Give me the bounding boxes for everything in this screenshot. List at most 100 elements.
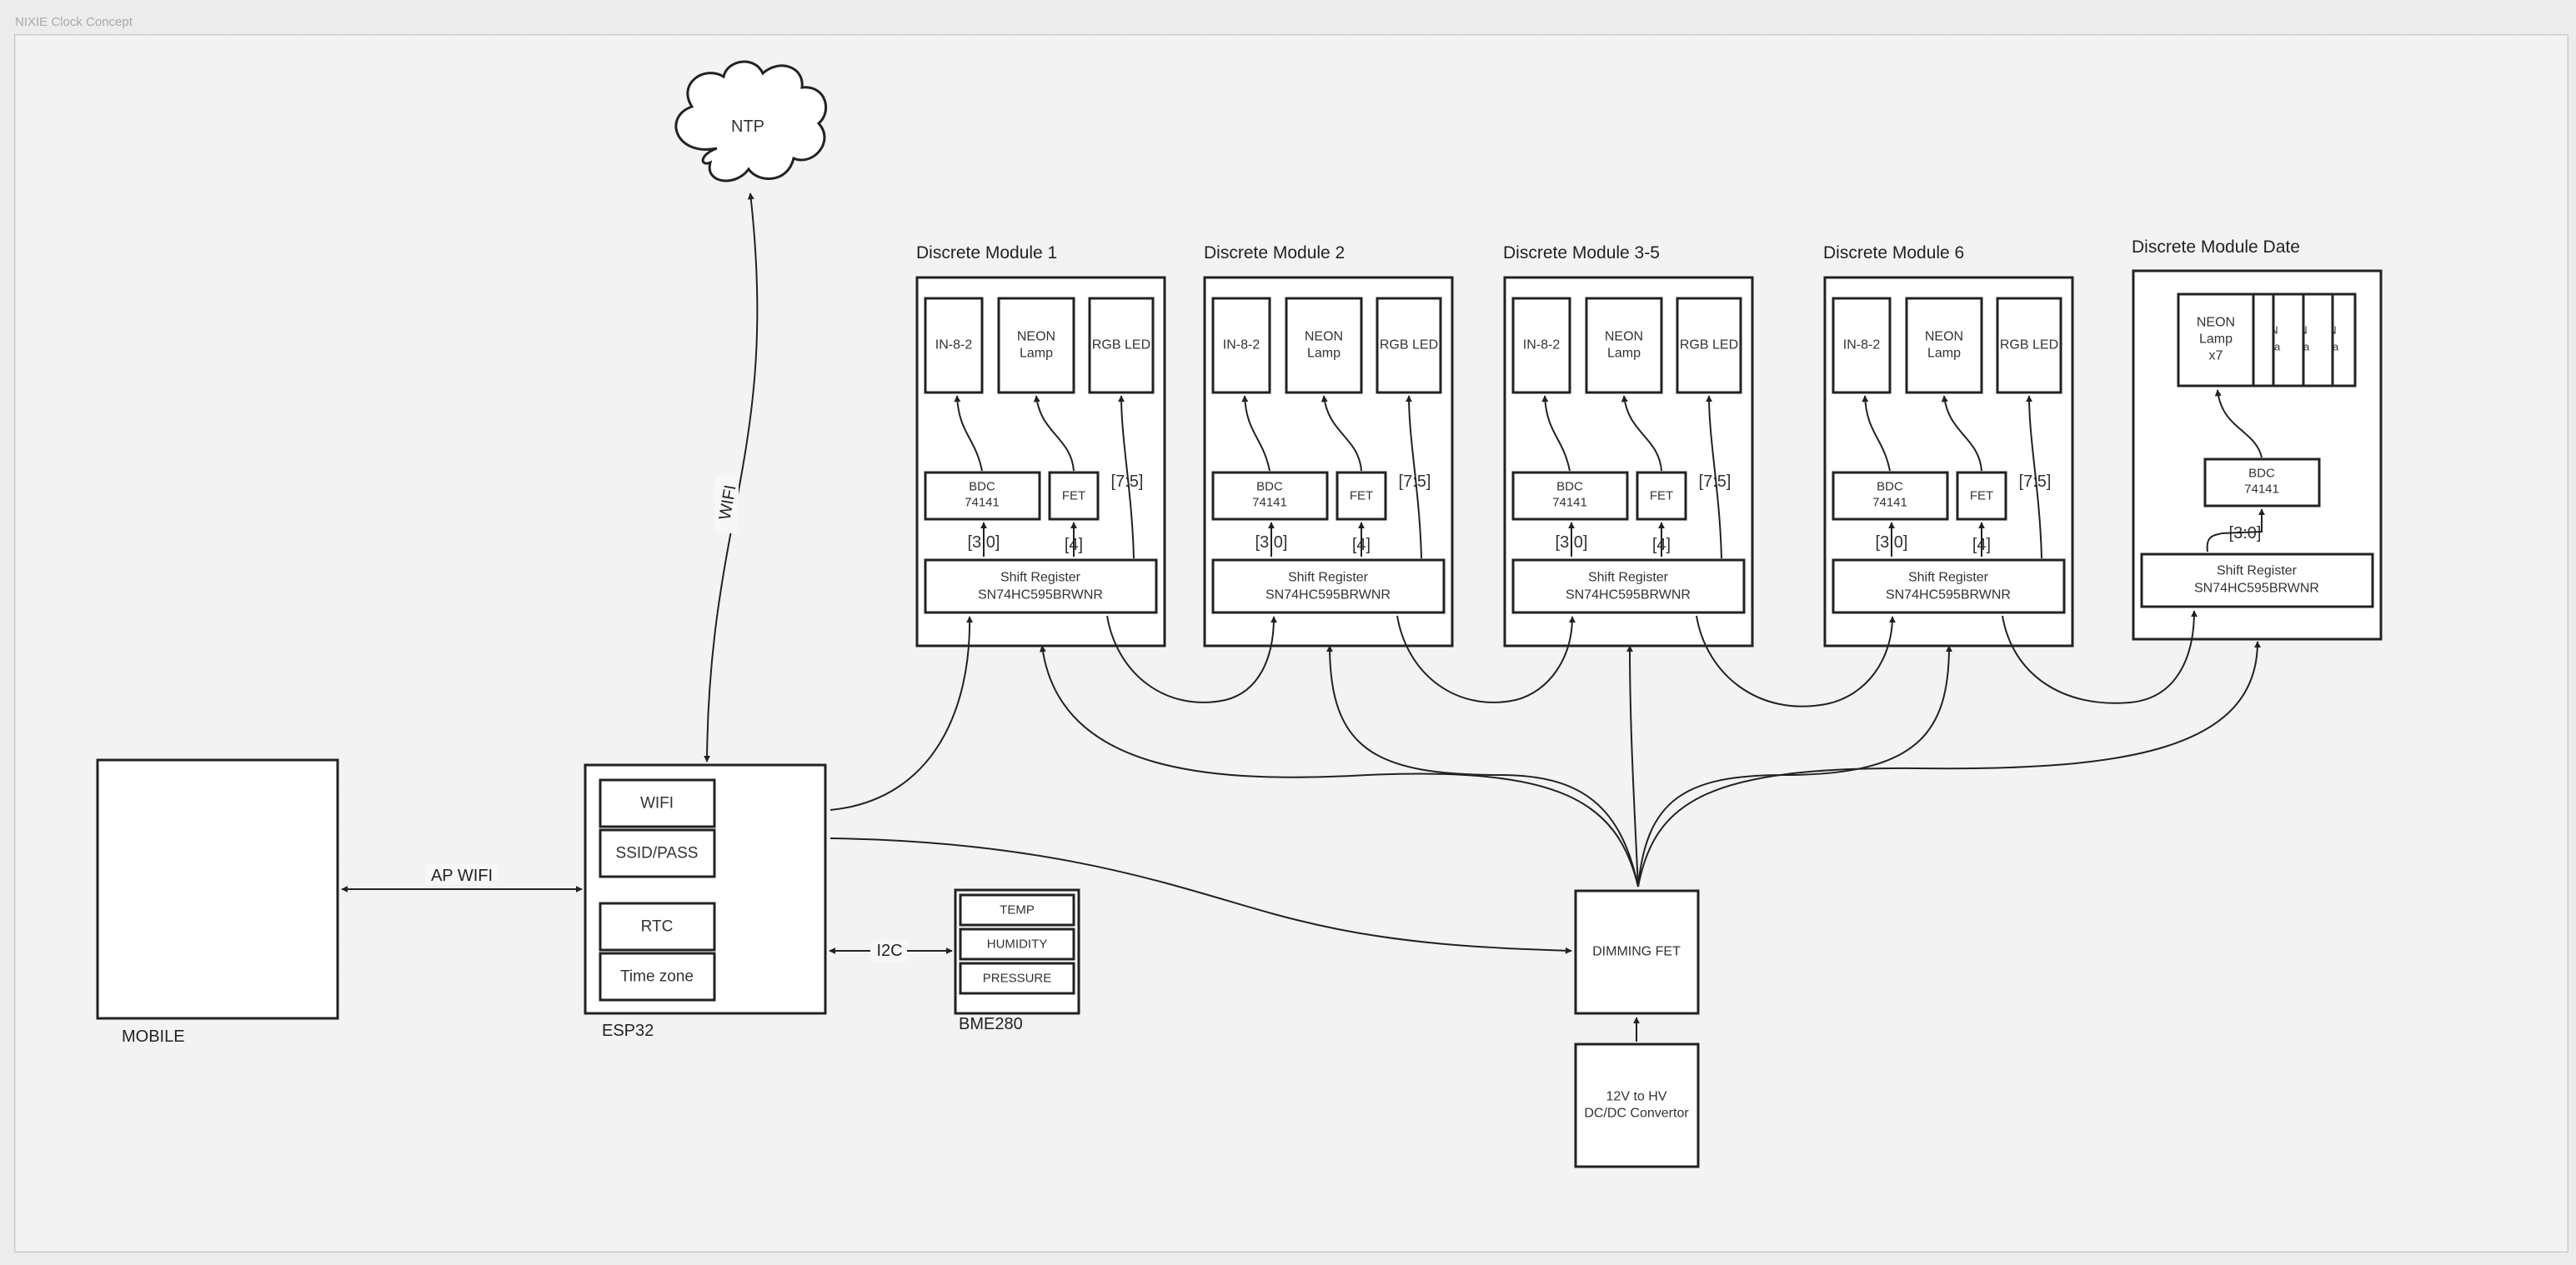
date-module-neon-stack-1[interactable] [2252, 292, 2275, 388]
module-6-fet-to-neon [1941, 395, 1982, 472]
converter-line-1: 12V to HV [1606, 1090, 1667, 1104]
bme280-sensor[interactable]: TEMP HUMIDITY PRESSURE [954, 888, 1080, 1015]
module-2-rgb-led[interactable] [1376, 297, 1442, 394]
module-1-bus-led: [7:5] [1111, 472, 1144, 491]
module-1-bdc-decoder[interactable] [924, 471, 1041, 521]
esp32-wifi-block[interactable] [599, 778, 716, 828]
module-6-title: Discrete Module 6 [1823, 243, 1964, 262]
bme280-pressure-block[interactable] [959, 962, 1075, 995]
esp32-rtc-block[interactable] [599, 902, 716, 952]
module-1-shift-line-1: Shift Register [1000, 571, 1081, 585]
module-1-nixie-tube[interactable] [924, 297, 984, 394]
esp32-to-dimming [829, 838, 1572, 954]
module-3-5-led-label: RGB LED [1680, 338, 1738, 352]
module-6-bdc-to-tube [1862, 395, 1891, 472]
esp32-to-module-1-data [829, 616, 974, 811]
module-3-5-shift-line-1: Shift Register [1588, 571, 1669, 585]
discrete-module-date[interactable]: Discrete Module Date N La N La N La NEON… [2132, 238, 2383, 641]
ap-wifi-label: AP WIFI [431, 867, 493, 885]
esp32-timezone-label: Time zone [620, 968, 694, 986]
date-bdc-line-1: BDC [2248, 467, 2275, 481]
module-2-shift-register[interactable] [1211, 558, 1446, 614]
module-1-shift-register[interactable] [924, 558, 1158, 614]
dimming-to-module-3-5 [1626, 645, 1639, 888]
date-bus-bcd: [3:0] [2229, 524, 2262, 542]
bme280-humidity-block[interactable] [959, 928, 1075, 961]
module-2-shift-line-2: SN74HC595BRWNR [1265, 588, 1391, 602]
esp32-ssid-block[interactable] [599, 828, 716, 878]
module-3-5-bdc-decoder[interactable] [1511, 471, 1629, 521]
date-module-neon-lamps[interactable] [2177, 292, 2255, 388]
module-6-neon-line-1: NEON [1925, 330, 1963, 344]
module-1-rgb-led[interactable] [1088, 297, 1155, 394]
date-bdc-to-neon [2214, 389, 2263, 458]
module-1-title: Discrete Module 1 [916, 243, 1057, 262]
date-module-shift-register[interactable] [2140, 552, 2374, 608]
date-neon-line-3: x7 [2209, 349, 2223, 363]
module-1-shift-to-led [1118, 395, 1135, 559]
module-1-neon-line-2: Lamp [1020, 347, 1053, 361]
discrete-module-1[interactable]: Discrete Module 1 IN-8-2 NEON Lamp RGB L… [915, 243, 1166, 648]
esp32-board[interactable]: WIFI SSID/PASS RTC Time zone [584, 763, 827, 1015]
dimming-fet[interactable]: DIMMING FET [1574, 889, 1700, 1015]
module-1-neon-lamp[interactable] [997, 297, 1075, 394]
module-2-bdc-to-tube [1241, 395, 1270, 472]
module-2-bdc-decoder[interactable] [1211, 471, 1329, 521]
module-1-tube-label: IN-8-2 [935, 338, 973, 352]
module-3-5-shift-register[interactable] [1511, 558, 1746, 614]
module-2-neon-lamp[interactable] [1285, 297, 1363, 394]
bme280-temp-block[interactable] [959, 893, 1075, 927]
module-3-5-rgb-led[interactable] [1676, 297, 1742, 394]
module-6-rgb-led[interactable] [1996, 297, 2062, 394]
discrete-module-6[interactable]: Discrete Module 6 IN-8-2 NEON Lamp RGB L… [1823, 243, 2074, 648]
discrete-module-3-5[interactable]: Discrete Module 3-5 IN-8-2 NEON Lamp RGB… [1503, 243, 1754, 648]
bme280-label: BME280 [959, 1015, 1023, 1033]
date-module-bdc-decoder[interactable] [2203, 458, 2321, 508]
module-6-fet[interactable] [1956, 471, 2007, 521]
date-neon-line-2: Lamp [2199, 332, 2233, 347]
mobile-device[interactable] [96, 758, 339, 1020]
bme280-temp-label: TEMP [1000, 903, 1035, 918]
date-shift-line-2: SN74HC595BRWNR [2194, 582, 2319, 596]
esp32-timezone-block[interactable] [599, 952, 716, 1002]
module-1-fet-to-neon [1033, 395, 1075, 472]
module-1-bdc-line-2: 74141 [965, 496, 1000, 510]
discrete-module-2[interactable]: Discrete Module 2 IN-8-2 NEON Lamp RGB L… [1203, 243, 1454, 648]
module-3-5-bdc-to-tube [1541, 395, 1571, 472]
date-neon-line-1: NEON [2197, 316, 2235, 330]
module-1-fet-label: FET [1062, 489, 1085, 503]
module-3-5-neon-lamp[interactable] [1585, 297, 1663, 394]
module-2-fet[interactable] [1336, 471, 1387, 521]
ntp-label: NTP [731, 118, 764, 136]
module-2-neon-line-1: NEON [1305, 330, 1343, 344]
module-1-bdc-to-tube [954, 395, 983, 472]
date-bdc-line-2: 74141 [2244, 482, 2279, 497]
date-shift-line-1: Shift Register [2217, 564, 2298, 578]
ntp-cloud[interactable]: NTP [674, 60, 828, 182]
date-module-neon-stack-3[interactable] [2299, 292, 2334, 388]
module-6-shift-to-led [2026, 395, 2042, 559]
esp32-label: ESP32 [602, 1022, 654, 1040]
module-3-5-nixie-tube[interactable] [1511, 297, 1571, 394]
dc-dc-converter[interactable]: 12V to HV DC/DC Convertor [1574, 1042, 1700, 1168]
date-module-neon-stack-4[interactable] [2328, 292, 2357, 388]
module-3-5-fet[interactable] [1636, 471, 1687, 521]
module-6-nixie-tube[interactable] [1832, 297, 1892, 394]
bme280-humidity-label: HUMIDITY [987, 938, 1048, 952]
module-1-fet[interactable] [1048, 471, 1100, 521]
module-6-bdc-decoder[interactable] [1832, 471, 1949, 521]
module-6-shift-register[interactable] [1832, 558, 2066, 614]
module-3-5-tube-label: IN-8-2 [1523, 338, 1561, 352]
wifi-label-bg [715, 475, 739, 533]
module-2-nixie-tube[interactable] [1211, 297, 1271, 394]
esp32-wifi-label: WIFI [640, 795, 674, 812]
module-2-fet-label: FET [1350, 489, 1373, 503]
i2c-label: I2C [876, 942, 902, 960]
module-3-5-fet-label: FET [1650, 489, 1673, 503]
module-2-fet-to-neon [1321, 395, 1362, 472]
module-3-5-neon-line-1: NEON [1605, 330, 1643, 344]
module-6-neon-lamp[interactable] [1905, 297, 1983, 394]
module-3-5-shift-line-2: SN74HC595BRWNR [1566, 588, 1691, 602]
